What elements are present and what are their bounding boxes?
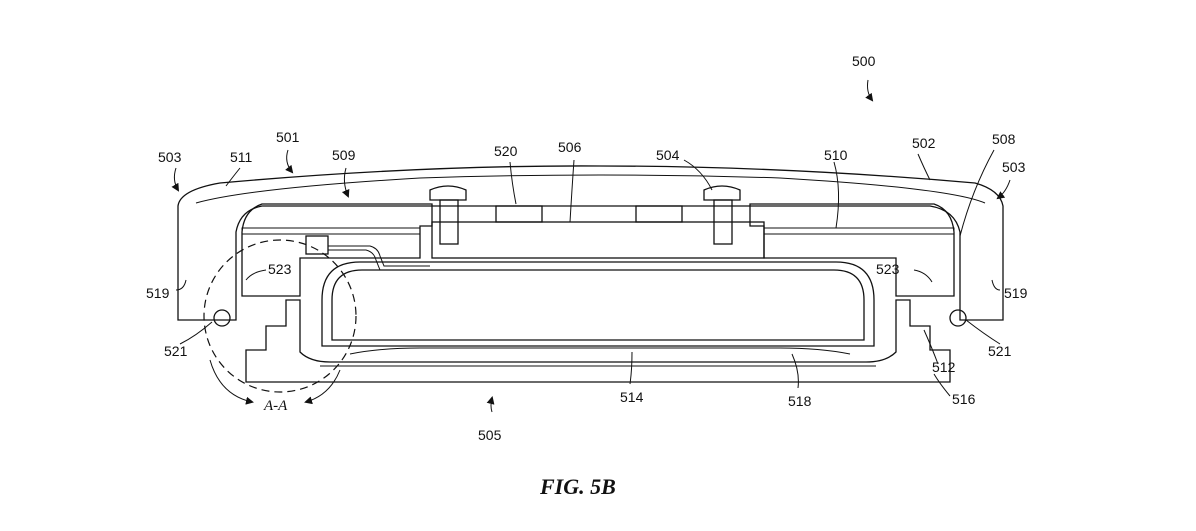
leader-lines [171, 79, 1011, 413]
label-523-left: 523 [268, 261, 292, 277]
label-504: 504 [656, 147, 680, 163]
label-503-left: 503 [158, 149, 182, 165]
label-519-left: 519 [146, 285, 170, 301]
detail-circle [203, 239, 357, 405]
section-label-a-a: A-A [263, 398, 288, 414]
label-520: 520 [494, 143, 518, 159]
flex-connector [305, 235, 430, 271]
label-502: 502 [912, 135, 936, 151]
label-508: 508 [992, 131, 1016, 147]
label-511: 511 [230, 149, 253, 165]
battery [321, 261, 875, 347]
reference-labels: 500 501 502 503 503 504 505 506 508 509 … [146, 53, 1028, 443]
circuit-board [431, 205, 765, 259]
label-518: 518 [788, 393, 812, 409]
screws [429, 185, 741, 245]
label-521-left: 521 [164, 343, 188, 359]
lower-tray [245, 299, 951, 383]
label-500: 500 [852, 53, 876, 69]
label-514: 514 [620, 389, 644, 405]
label-521-right: 521 [988, 343, 1012, 359]
label-503-right: 503 [1002, 159, 1026, 175]
label-505: 505 [478, 427, 502, 443]
label-510: 510 [824, 147, 848, 163]
seals [213, 309, 967, 327]
label-509: 509 [332, 147, 356, 163]
label-516: 516 [952, 391, 976, 407]
figure-caption: FIG. 5B [539, 474, 616, 499]
label-506: 506 [558, 139, 582, 155]
label-501: 501 [276, 129, 300, 145]
label-523-right: 523 [876, 261, 900, 277]
label-512: 512 [932, 359, 956, 375]
label-519-right: 519 [1004, 285, 1028, 301]
outer-housing [177, 165, 1004, 321]
